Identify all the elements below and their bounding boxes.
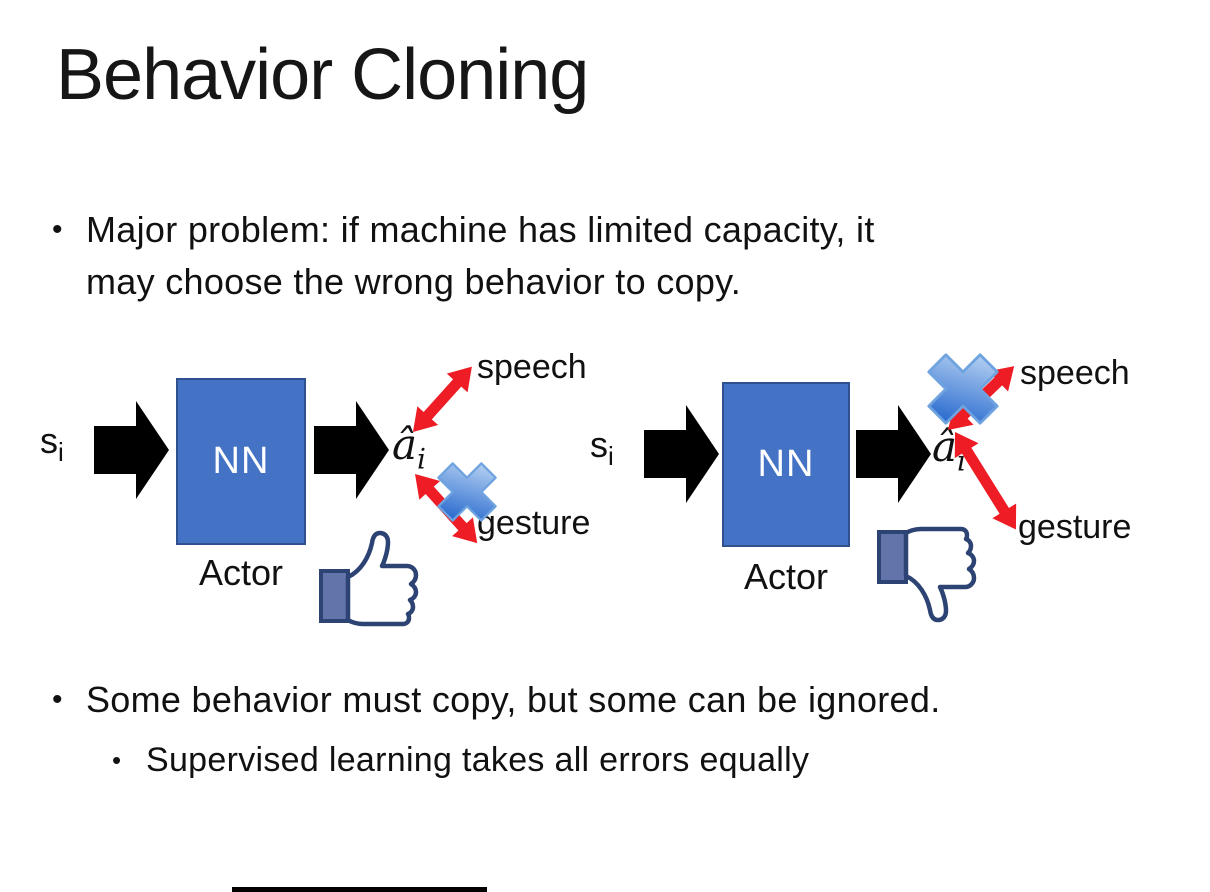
left-input-label: si — [40, 420, 64, 468]
right-actor-label: Actor — [743, 556, 829, 597]
input-base: s — [590, 424, 608, 465]
bullet-line-2: may choose the wrong behavior to copy. — [86, 261, 742, 302]
block-arrow-icon — [314, 401, 389, 499]
block-arrow-icon — [94, 401, 169, 499]
right-output-label: âi — [932, 422, 966, 477]
left-gesture-label: gesture — [477, 504, 591, 542]
right-gesture-label: gesture — [1018, 508, 1132, 546]
right-speech-label: speech — [1020, 354, 1130, 392]
output-subscript: i — [417, 442, 427, 476]
bottom-cropped-bar — [232, 887, 487, 892]
input-base: s — [40, 420, 58, 461]
bullet-major-problem: • Major problem: if machine has limited … — [52, 204, 875, 308]
nn-label: NN — [757, 443, 815, 485]
bullet-marker: • — [112, 745, 122, 775]
left-nn-box: NN — [176, 378, 306, 545]
bullet-some-behavior: • Some behavior must copy, but some can … — [52, 674, 941, 726]
nn-label: NN — [212, 440, 270, 482]
left-output-label: âi — [392, 420, 426, 475]
slide-title: Behavior Cloning — [56, 35, 589, 115]
input-subscript: i — [58, 437, 64, 468]
input-subscript: i — [608, 441, 614, 472]
output-subscript: i — [957, 444, 967, 478]
sub-bullet-supervised: • Supervised learning takes all errors e… — [112, 736, 809, 784]
thumbs-down-icon — [877, 526, 977, 623]
bullet-marker: • — [52, 683, 63, 716]
right-nn-box: NN — [722, 382, 850, 547]
right-input-label: si — [590, 424, 614, 472]
bullet-text: Supervised learning takes all errors equ… — [146, 741, 810, 779]
bullet-marker: • — [52, 213, 63, 246]
bullet-text: Some behavior must copy, but some can be… — [86, 679, 941, 720]
left-actor-label: Actor — [198, 552, 284, 593]
bullet-text: Major problem: if machine has limited ca… — [86, 204, 875, 308]
block-arrow-icon — [644, 405, 719, 503]
output-base: â — [932, 422, 958, 471]
output-base: â — [392, 420, 418, 469]
bullet-line-1: Major problem: if machine has limited ca… — [86, 209, 875, 250]
left-speech-label: speech — [477, 348, 587, 386]
block-arrow-icon — [856, 405, 931, 503]
thumbs-up-icon — [319, 530, 419, 627]
